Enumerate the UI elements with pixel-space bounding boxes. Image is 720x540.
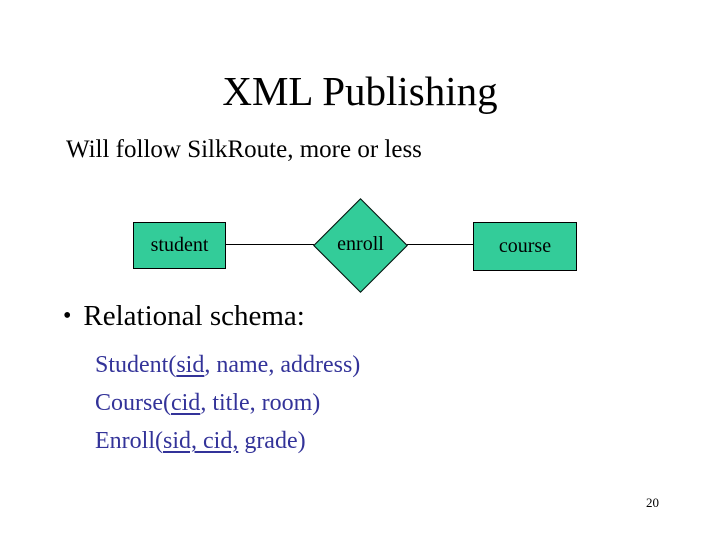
slide-subtitle: Will follow SilkRoute, more or less	[66, 136, 422, 163]
entity-student-box: student	[133, 222, 226, 269]
schema-student-rest: , name, address)	[204, 352, 361, 378]
schema-line-course: Course(cid, title, room)	[95, 384, 360, 422]
schema-block: Student(sid, name, address) Course(cid, …	[95, 346, 360, 460]
connector-student-enroll	[224, 244, 314, 245]
schema-course-prefix: Course(	[95, 390, 171, 416]
schema-course-key: cid	[170, 390, 201, 416]
page-number: 20	[646, 495, 659, 510]
bullet-row: • Relational schema:	[63, 300, 305, 333]
schema-course-rest: , title, room)	[200, 390, 321, 416]
schema-line-enroll: Enroll(sid, cid, grade)	[95, 422, 360, 460]
entity-course-box: course	[473, 222, 577, 271]
connector-enroll-course	[407, 244, 473, 245]
slide-title: XML Publishing	[222, 68, 498, 114]
bullet-text: Relational schema:	[83, 300, 305, 332]
schema-student-key: sid	[176, 352, 205, 378]
entity-student-label: student	[150, 234, 209, 256]
relationship-enroll-label: enroll	[337, 233, 384, 255]
schema-enroll-rest: grade)	[238, 428, 306, 454]
bullet-marker: •	[63, 303, 72, 329]
schema-line-student: Student(sid, name, address)	[95, 346, 360, 384]
schema-enroll-key: sid, cid,	[162, 428, 239, 454]
entity-course-label: course	[498, 235, 552, 257]
schema-enroll-prefix: Enroll(	[95, 428, 163, 454]
schema-student-prefix: Student(	[95, 352, 177, 378]
